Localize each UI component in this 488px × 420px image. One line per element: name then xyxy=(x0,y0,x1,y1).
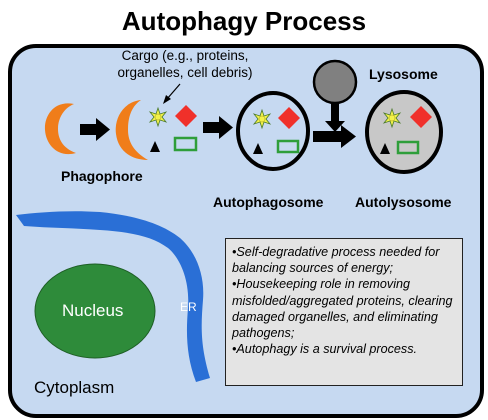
autophagosome-icon xyxy=(236,91,310,171)
autolysosome-label: Autolysosome xyxy=(355,194,452,210)
arrow-icon xyxy=(313,125,356,148)
autolysosome-icon xyxy=(365,90,443,174)
phagophore-engulfing-icon xyxy=(115,100,148,160)
phagophore-icon xyxy=(44,103,76,155)
star-icon xyxy=(149,107,167,127)
cargo-label-line-2: organelles, cell debris) xyxy=(117,65,253,80)
phagophore-label: Phagophore xyxy=(61,168,143,184)
triangle-icon xyxy=(380,143,390,154)
nucleus-label: Nucleus xyxy=(62,301,124,320)
note-item: •Autophagy is a survival process. xyxy=(232,342,418,357)
diamond-icon xyxy=(410,106,432,128)
diagram-title: Autophagy Process xyxy=(121,6,367,36)
cargo-label: Cargo (e.g., proteins, organelles, cell … xyxy=(105,47,265,81)
triangle-icon xyxy=(253,143,263,154)
er-label: ER xyxy=(180,300,197,314)
note-item: •Self-degradative process needed for bal… xyxy=(232,245,440,276)
note-item: •Housekeeping role in removing misfolded… xyxy=(232,277,453,341)
autophagosome-label: Autophagosome xyxy=(213,194,324,210)
arrow-icon xyxy=(203,116,233,139)
rectangle-icon xyxy=(396,140,420,155)
arrow-icon xyxy=(80,118,110,141)
lysosome-icon xyxy=(312,59,358,105)
cytoplasm-label: Cytoplasm xyxy=(34,378,115,397)
triangle-icon xyxy=(150,141,160,152)
rectangle-icon xyxy=(173,136,198,152)
lysosome-label: Lysosome xyxy=(369,66,438,82)
summary-note-box: •Self-degradative process needed for bal… xyxy=(225,238,463,386)
diamond-icon xyxy=(278,107,300,129)
nucleus-shape xyxy=(34,263,156,359)
rectangle-icon xyxy=(276,139,300,154)
diamond-icon xyxy=(175,105,197,127)
cargo-label-line-1: Cargo (e.g., proteins, xyxy=(121,48,249,63)
